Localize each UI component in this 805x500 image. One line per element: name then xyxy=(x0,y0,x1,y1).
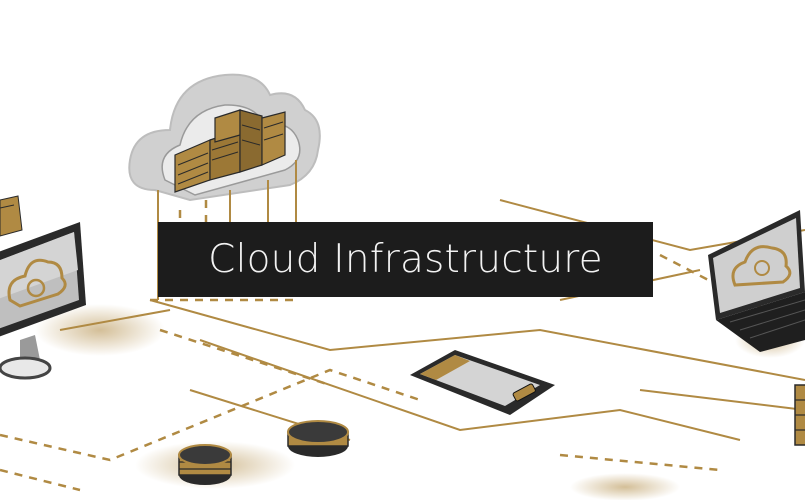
banner-title: Cloud Infrastructure xyxy=(208,237,603,282)
coin-stack-icon xyxy=(287,420,349,457)
title-banner: Cloud Infrastructure xyxy=(158,222,653,297)
coin-stack-icon xyxy=(794,384,805,446)
glow-spot xyxy=(570,473,680,500)
desktop-monitor-icon xyxy=(0,222,86,380)
folder-icon xyxy=(0,195,23,237)
glow-spot xyxy=(35,304,165,356)
laptop-icon xyxy=(708,210,805,352)
coin-stack-icon xyxy=(178,444,232,485)
smartphone-icon xyxy=(410,350,555,415)
cloud-server-icon xyxy=(128,73,321,300)
